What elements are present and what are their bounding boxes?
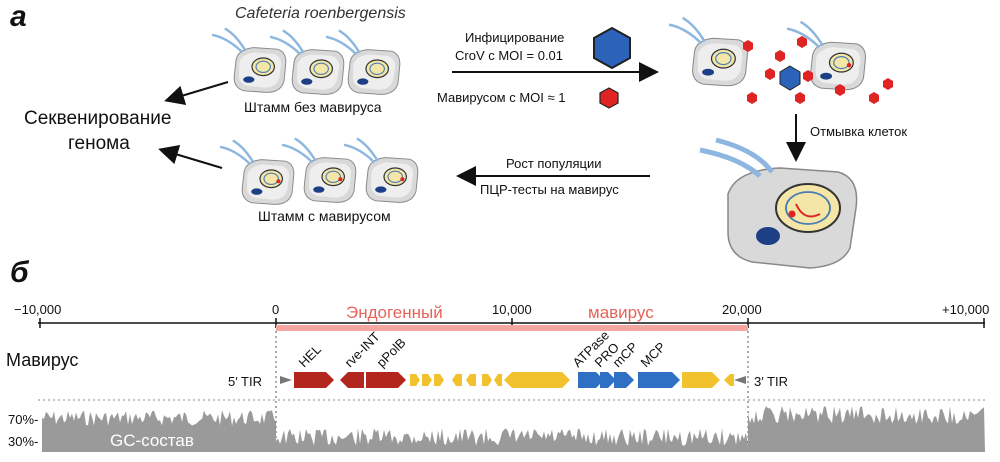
virions	[743, 36, 893, 104]
gc-30-label: 30%-	[8, 434, 38, 449]
wash-label: Отмывка клеток	[810, 124, 907, 139]
cell-group-without-mavirus	[210, 27, 402, 96]
infection-line2: CroV с MOI = 0.01	[455, 48, 563, 63]
large-infected-cell	[699, 137, 858, 269]
species-label: Cafeteria roenbergensis	[235, 5, 406, 22]
sequencing-line2: генома	[68, 133, 130, 154]
gc-70-label: 70%-	[8, 412, 38, 427]
tir5-arrow	[280, 376, 292, 384]
arrow-to-sequencing-bottom	[158, 145, 223, 169]
tick-label: 20,000	[722, 302, 762, 317]
crov-hexagon-icon	[593, 26, 631, 70]
growth-line2: ПЦР-тесты на мавирус	[480, 182, 619, 197]
tick-label: 10,000	[492, 302, 532, 317]
gc-label: GC-состав	[110, 431, 194, 450]
strain-with-label: Штамм с мавирусом	[258, 208, 391, 224]
infected-cells	[667, 16, 865, 90]
tick-label: +10,000	[942, 302, 989, 317]
infection-line1: Инфицирование	[465, 30, 564, 45]
sequencing-line1: Секвенирование	[24, 108, 171, 129]
gene-track	[294, 372, 734, 388]
tir5-label: 5′ TIR	[228, 374, 262, 389]
axis-tick-labels: −10,000 0 10,000 20,000 +10,000	[14, 302, 989, 317]
gene-label: MCP	[638, 339, 669, 370]
strain-without-label: Штамм без мавируса	[244, 99, 382, 115]
cell-group-with-mavirus	[220, 138, 418, 204]
gene-labels: HEL rve-INT pPolB ATPase PRO mCP MCP	[296, 327, 669, 370]
gene-atpase	[578, 372, 604, 388]
gc-content-right	[748, 406, 985, 452]
mavirus-label: мавирус	[588, 303, 654, 322]
tir3-arrow	[734, 376, 746, 384]
arrow-to-sequencing-top	[164, 81, 229, 105]
panel-b-label: б	[10, 256, 30, 289]
growth-line1: Рост популяции	[506, 156, 602, 171]
mavirus-hexagon-icon	[599, 87, 619, 109]
gene-mcp	[638, 372, 680, 388]
gc-content-left	[42, 410, 276, 452]
gene-pro	[600, 372, 616, 388]
endogenous-highlight-bar	[276, 325, 748, 331]
gc-content-middle	[276, 428, 748, 452]
gene-rve-int	[340, 372, 364, 388]
tick-label: 0	[272, 302, 279, 317]
panel-a-label: а	[10, 0, 27, 33]
gene-label: HEL	[296, 342, 324, 370]
gene-hel	[294, 372, 334, 388]
mavirus-moi-label: Мавирусом с MOI ≈ 1	[437, 90, 566, 105]
endogenous-label: Эндогенный	[346, 303, 443, 322]
gene-mcp-minor	[614, 372, 634, 388]
gene-ppolb	[366, 372, 406, 388]
track-label: Мавирус	[6, 350, 78, 370]
tir3-label: 3′ TIR	[754, 374, 788, 389]
tick-label: −10,000	[14, 302, 61, 317]
